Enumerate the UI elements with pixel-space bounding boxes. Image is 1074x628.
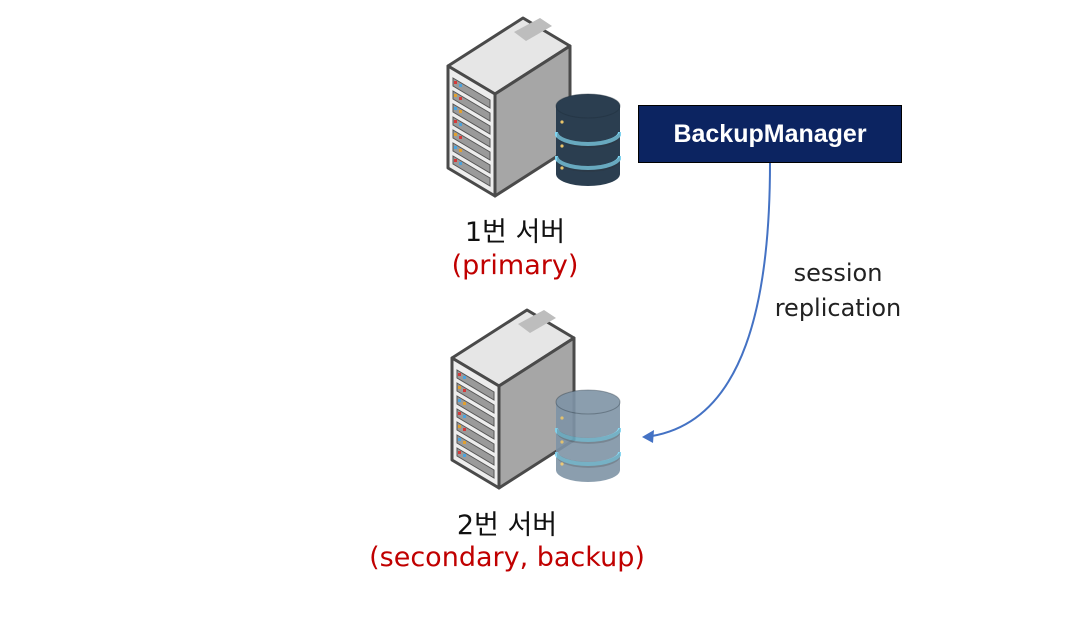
replication-label: session replication [760,256,916,326]
backup-manager-box: BackupManager [638,105,902,163]
primary-server-name: 1번 서버 [464,217,566,248]
backup-manager-label: BackupManager [673,119,867,148]
backup-server-role: (secondary, backup) [369,542,645,573]
primary-server-role: (primary) [451,250,579,281]
replication-label-line2: replication [774,294,902,322]
backup-database-icon [555,388,621,484]
replication-label-line1: session [793,259,883,287]
backup-server-name: 2번 서버 [456,510,558,541]
